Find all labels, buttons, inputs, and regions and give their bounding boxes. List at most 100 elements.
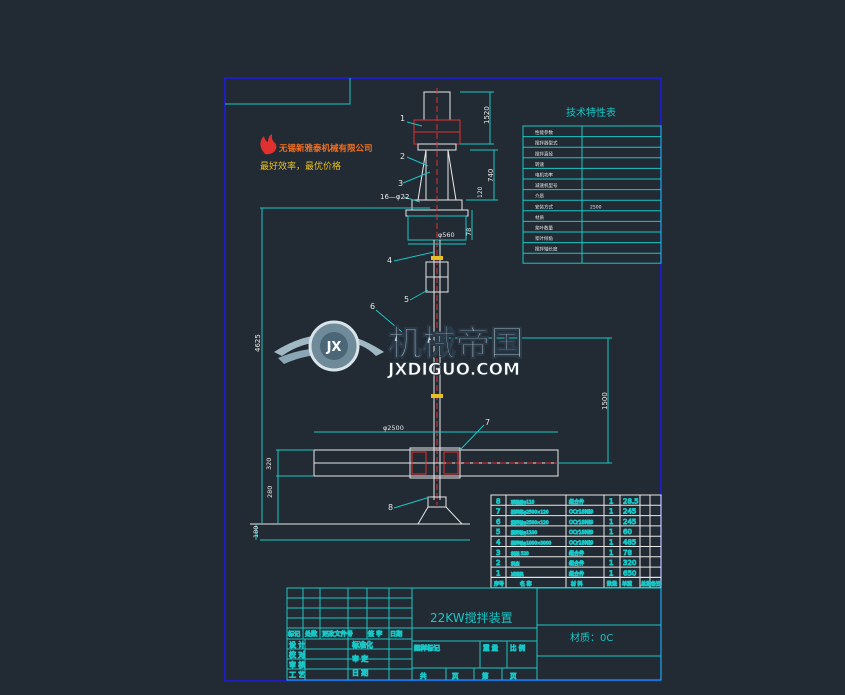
parts-row-material: OCr18Ni9 [569,541,593,547]
watermark-domain: JXDIGUO.COM [387,360,520,380]
dim-1520: 1520 [483,106,491,124]
dim-120: 120 [477,186,484,198]
tech-table-row-label: 电机功率 [535,172,553,179]
title-row-label: 标记 [288,630,300,638]
title-bottom-label: 页 [510,672,517,680]
tech-table-row-label: 减速机型号 [535,182,558,189]
dim-180: 180 [252,526,260,538]
parts-row-no: 8 [496,497,500,505]
tech-table-row-label: 搅拌轴长度 [535,246,558,253]
parts-row-material: 组合件 [569,550,584,557]
title-stage-label: 图样标记 [414,643,441,652]
title-row-label: 签 字 [368,630,382,638]
parts-header-cell: 序号 [494,581,504,588]
dim-78: 78 [465,228,473,236]
tech-table-row-label: 性能参数 [535,129,553,136]
wing-emblem-icon: JX [274,320,384,372]
parts-row-material: 组合件 [569,498,584,505]
parts-row-qty: 1 [609,508,613,516]
dim-1500: 1500 [601,392,609,410]
tech-table: 技术特性表 性能参数搅拌器型式搅拌直径转速电机功率减速机型号介质安装方式材质桨叶… [522,106,662,264]
dim-4625: 4625 [254,334,262,352]
part-label-2: 2 [400,152,405,161]
parts-row-material: OCr18Ni9 [569,520,593,526]
parts-row-no: 1 [496,569,500,577]
parts-row-material: 组合件 [569,570,584,577]
title-left-label: 工 艺 [289,671,305,679]
part-label-16: 16—φ22 [380,193,409,201]
part-label-1: 1 [400,114,405,123]
parts-row-no: 4 [496,539,501,547]
parts-header-cell: 总重 [641,581,651,588]
tech-table-row-label: 转速 [535,161,544,168]
parts-row-qty: 1 [609,549,613,557]
parts-row-material: OCr18Ni9 [569,530,593,536]
parts-header-cell: 单重 [622,581,632,588]
tech-table-row-label: 安装方式 [535,203,553,210]
title-row-label: 更改文件号 [322,630,353,638]
parts-header-cell: 备注 [651,581,661,588]
company-logo: 无锡新雅泰机械有限公司 最好效率，最优价格 [260,134,373,172]
tech-table-row-label: 浆叶倾角 [535,235,553,242]
title-bottom-label: 第 [482,671,489,680]
tech-table-row-label: 介质 [535,193,544,200]
parts-row-weight: 60 [623,528,632,536]
parts-row-weight: 245 [623,508,636,516]
part-label-6: 6 [370,302,375,311]
parts-row-qty: 1 [609,528,613,536]
parts-row-qty: 1 [609,539,613,547]
parts-header-cell: 名 称 [520,581,532,588]
parts-row-name: 机架 520 [511,550,529,557]
parts-row-qty: 1 [609,497,613,505]
title-bottom-label: 页 [452,672,459,680]
part-label-4: 4 [387,256,392,265]
impeller-hub [409,447,461,479]
drawing-frame [224,77,662,682]
material-label: 材质：0C [570,631,613,644]
parts-row-no: 2 [496,559,500,567]
tech-table-row-label: 搅拌器型式 [535,140,558,147]
tech-table-border [522,125,662,264]
parts-row-material: OCr18Ni9 [569,510,593,516]
parts-row-weight: 78 [623,549,632,557]
parts-row-weight: 245 [623,518,636,526]
title-bottom-label: 共 [420,671,427,680]
parts-row-qty: 1 [609,518,613,526]
title-left-label: 设 计 [289,640,305,649]
parts-row-material: 组合件 [569,560,584,567]
tech-table-row-label: 搅拌直径 [535,150,553,157]
parts-row-weight: 650 [623,569,636,577]
parts-header-cell: 数量 [607,581,617,588]
company-name: 无锡新雅泰机械有限公司 [278,143,373,154]
drawing-annotations: 1 2 3 16—φ22 4 5 6 7 8 1520 740 120 φ560… [252,106,613,644]
tech-table-title: 技术特性表 [566,106,616,119]
dim-2500: φ2500 [383,424,404,432]
drawing-title: 22KW搅拌装置 [430,610,513,625]
parts-row-no: 6 [496,518,501,526]
parts-row-name: 减速机 [511,570,524,577]
parts-row-no: 5 [496,528,500,536]
title-mid-label: 日 期 [352,669,368,677]
title-stage-label: 重 量 [483,644,499,652]
dim-560: φ560 [438,231,455,239]
parts-row-weight: 485 [623,539,636,547]
company-slogan: 最好效率，最优价格 [260,160,341,172]
title-stage-label: 比 例 [510,643,525,652]
frame-corner-notch [225,78,351,105]
tech-table-row-label: 桨叶数量 [535,225,553,232]
parts-row-name: 搅拌轴φ2500×120 [511,519,549,526]
part-label-3: 3 [398,179,403,188]
parts-row-qty: 1 [609,559,613,567]
parts-row-name: 搅拌轴φ1000×3000 [511,540,551,547]
parts-row-name: 搅拌轴φ1100 [511,529,537,536]
parts-row-name: 机座 [511,560,519,567]
title-row-label: 处数 [305,630,318,638]
part-label-8: 8 [388,503,393,512]
watermark: JX 机械帝国 JXDIGUO.COM [274,320,525,380]
parts-row-weight: 320 [623,559,636,567]
title-row-label: 日期 [390,630,402,638]
parts-row-weight: 28.5 [623,497,639,505]
watermark-badge: JX [326,340,342,355]
watermark-name: 机械帝国 [388,324,524,364]
tech-table-value: 2500 [590,204,602,210]
